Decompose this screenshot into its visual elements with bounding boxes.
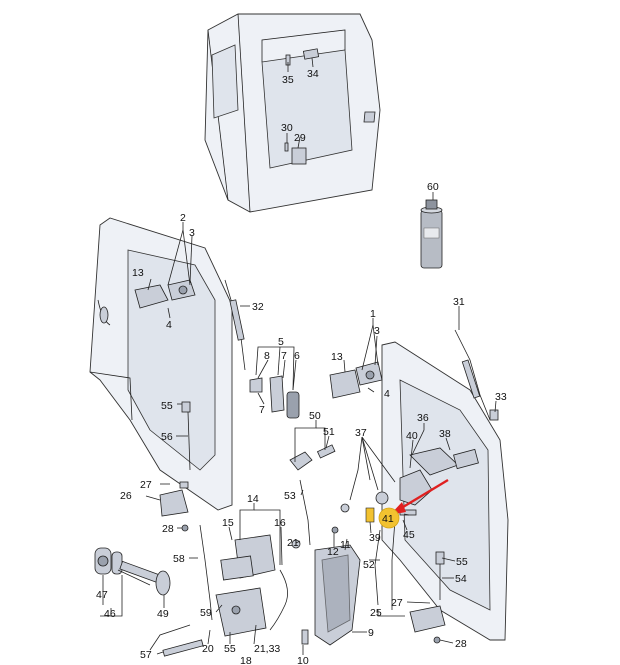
callout-8: 8 — [264, 350, 270, 362]
callout-13: 13 — [331, 351, 343, 363]
callout-49: 49 — [157, 608, 169, 620]
callout-5: 5 — [278, 336, 284, 348]
callout-53: 53 — [284, 490, 296, 502]
callout-3: 3 — [189, 227, 195, 239]
callout-21-33: 21,33 — [254, 643, 280, 655]
callout-1: 1 — [370, 308, 376, 320]
callout-18: 18 — [240, 655, 252, 665]
callout-46: 46 — [104, 608, 116, 620]
callout-3: 3 — [374, 325, 380, 337]
callout-11: 11 — [340, 539, 351, 551]
callout-27: 27 — [140, 479, 152, 491]
callout-51: 51 — [323, 426, 335, 438]
callout-29: 29 — [294, 132, 306, 144]
callout-37: 37 — [355, 427, 367, 439]
callout-32: 32 — [252, 301, 264, 313]
callout-57: 57 — [140, 649, 152, 661]
callout-47: 47 — [96, 589, 108, 601]
callout-58: 58 — [173, 553, 185, 565]
callout-50: 50 — [309, 410, 321, 422]
callout-4: 4 — [166, 319, 172, 331]
callout-26: 26 — [120, 490, 132, 502]
callout-27: 27 — [391, 597, 403, 609]
callout-21: 21 — [287, 537, 299, 549]
callout-40: 40 — [406, 430, 418, 442]
callout-35: 35 — [282, 74, 294, 86]
callout-16: 16 — [274, 517, 286, 529]
spray-can — [420, 199, 443, 269]
callout-9: 9 — [368, 627, 374, 639]
callout-15: 15 — [222, 517, 234, 529]
callout-7: 7 — [259, 404, 265, 416]
callout-6: 6 — [294, 350, 300, 362]
callout-39: 39 — [369, 532, 381, 544]
callout-36: 36 — [417, 412, 429, 424]
callout-28: 28 — [162, 523, 174, 535]
callout-28: 28 — [455, 638, 467, 650]
callout-14: 14 — [247, 493, 259, 505]
callout-10: 10 — [297, 655, 309, 665]
lower-left-parts — [94, 444, 381, 657]
callout-12: 12 — [327, 546, 339, 558]
callout-7: 7 — [281, 350, 287, 362]
vehicle-rear-illustration — [204, 13, 381, 213]
callout-54: 54 — [455, 573, 467, 585]
callout-55: 55 — [224, 643, 236, 655]
callout-41: 41 — [382, 513, 394, 525]
callout-56: 56 — [161, 431, 173, 443]
highlight-pointer — [378, 478, 449, 529]
right-sliding-door — [329, 329, 509, 644]
left-sliding-door — [89, 217, 300, 511]
callout-45: 45 — [403, 529, 415, 541]
callout-25: 25 — [370, 607, 382, 619]
callout-2: 2 — [180, 212, 186, 224]
callout-59: 59 — [200, 607, 212, 619]
callout-4: 4 — [384, 388, 390, 400]
callout-labels: 60 35 34 30 29 2 3 13 4 32 31 1 3 13 4 5… — [96, 68, 507, 665]
callout-13: 13 — [132, 267, 144, 279]
callout-52: 52 — [363, 559, 375, 571]
callout-34: 34 — [307, 68, 319, 80]
callout-20: 20 — [202, 643, 214, 655]
callout-38: 38 — [439, 428, 451, 440]
callout-55: 55 — [161, 400, 173, 412]
callout-33: 33 — [495, 391, 507, 403]
callout-30: 30 — [281, 122, 293, 134]
leader-lines — [100, 57, 497, 655]
callout-60: 60 — [427, 181, 439, 193]
callout-31: 31 — [453, 296, 465, 308]
callout-55: 55 — [456, 556, 468, 568]
